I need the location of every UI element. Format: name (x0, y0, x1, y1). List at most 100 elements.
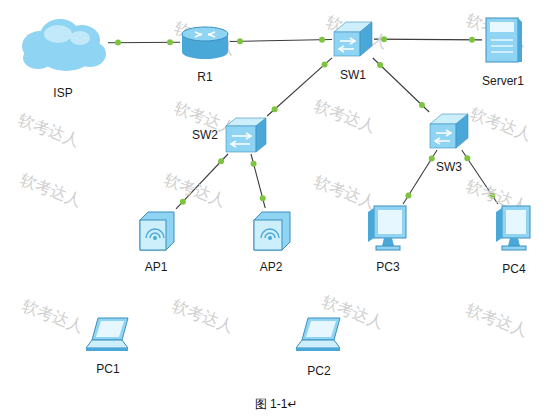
router-icon: R1 (180, 24, 230, 60)
monitor-screen (378, 210, 402, 234)
device-label: SW2 (192, 128, 218, 142)
isp-cloud: ISP (18, 14, 108, 72)
port-dot (115, 40, 121, 46)
device-label: SW3 (436, 160, 462, 174)
switch-front (430, 124, 456, 148)
port-dot (167, 39, 173, 45)
ap-body (254, 212, 290, 250)
laptop-icon: PC1 (84, 316, 132, 356)
cloud-highlight (70, 31, 90, 45)
switch-side (360, 22, 372, 56)
laptop-icon: PC2 (294, 316, 344, 356)
port-dot (429, 155, 435, 161)
port-dot (180, 199, 186, 205)
laptop-lid (302, 318, 340, 340)
network-link (403, 150, 437, 204)
laptop-edge (86, 348, 128, 351)
port-dot (419, 102, 425, 108)
device-label: R1 (197, 70, 212, 84)
laptop-keyboard (296, 340, 340, 348)
server-icon-graphic (482, 16, 524, 64)
laptop-keyboard (86, 340, 128, 348)
ap-front (254, 220, 282, 250)
device-label: PC1 (96, 362, 119, 376)
switch-arrowheads (435, 130, 451, 144)
switch-icon: SW2 (224, 116, 268, 154)
server-slot (491, 51, 513, 52)
laptop-edge (296, 348, 340, 351)
port-dot (377, 62, 383, 68)
port-dot (218, 158, 224, 164)
access-point-icon-graphic (136, 208, 176, 252)
pc-icon: PC4 (494, 204, 534, 252)
port-dot (251, 161, 257, 167)
server-body (486, 18, 518, 62)
pc-icon: PC3 (366, 204, 410, 252)
switch-arrowheads (231, 133, 251, 147)
port-dot (405, 193, 411, 199)
isp-cloud-graphic (18, 14, 108, 72)
device-label: Server1 (482, 74, 524, 88)
device-label: PC2 (307, 364, 330, 378)
laptop-lid (92, 318, 128, 340)
port-dot (322, 62, 328, 68)
router-top (182, 27, 228, 41)
router-base (182, 45, 228, 59)
server-side (518, 18, 522, 62)
network-link (373, 58, 429, 112)
access-point-icon: AP1 (136, 208, 176, 252)
switch-arrowheads (339, 38, 355, 52)
device-label: ISP (53, 86, 72, 100)
server-panel (490, 22, 514, 32)
switch-side (456, 114, 468, 148)
laptop-screen (306, 321, 336, 337)
ap-body (140, 212, 174, 250)
switch-arrows (232, 136, 250, 144)
switch-icon-graphic (428, 112, 470, 150)
core-switch-icon-graphic (332, 20, 374, 58)
wifi-wave (146, 229, 164, 238)
wifi-wave (265, 233, 275, 238)
watermark: 软考达人 (15, 110, 82, 152)
server-slot (491, 45, 513, 46)
watermark: 软考达人 (169, 296, 236, 338)
router-icon-graphic (180, 24, 230, 60)
device-label: PC3 (376, 260, 399, 274)
watermark: 软考达人 (311, 96, 378, 138)
pc-icon-graphic (494, 204, 534, 252)
switch-front (226, 126, 256, 152)
laptop-icon-graphic (84, 316, 132, 356)
ap-front (140, 220, 166, 250)
device-label: SW1 (340, 68, 366, 82)
core-switch-icon: SW1 (332, 20, 374, 58)
switch-side (256, 118, 266, 152)
device-label: PC4 (502, 262, 525, 276)
ap-antenna (268, 236, 272, 240)
ap-antenna (153, 236, 157, 240)
network-link (230, 39, 332, 41)
watermark: 软考达人 (463, 300, 530, 342)
monitor-base (376, 246, 400, 250)
monitor-stand (508, 238, 520, 246)
device-label: AP2 (260, 260, 283, 274)
access-point-icon-graphic (250, 208, 292, 252)
watermark: 软考达人 (17, 170, 84, 212)
monitor-side (496, 208, 502, 242)
network-link (374, 39, 482, 41)
watermark: 软考达人 (161, 170, 228, 212)
laptop-icon-graphic (294, 316, 344, 356)
port-dot (272, 106, 278, 112)
monitor-base (502, 246, 526, 250)
switch-front (334, 32, 360, 56)
laptop-screen (96, 321, 124, 337)
monitor-frame (502, 206, 530, 238)
wifi-wave (150, 233, 160, 238)
wifi-wave (261, 229, 279, 238)
switch-icon: SW3 (428, 112, 470, 150)
monitor-stand (382, 238, 394, 246)
monitor-frame (374, 206, 406, 238)
monitor-side (368, 208, 374, 242)
server-slot (491, 39, 513, 40)
cloud-highlight (44, 25, 72, 43)
